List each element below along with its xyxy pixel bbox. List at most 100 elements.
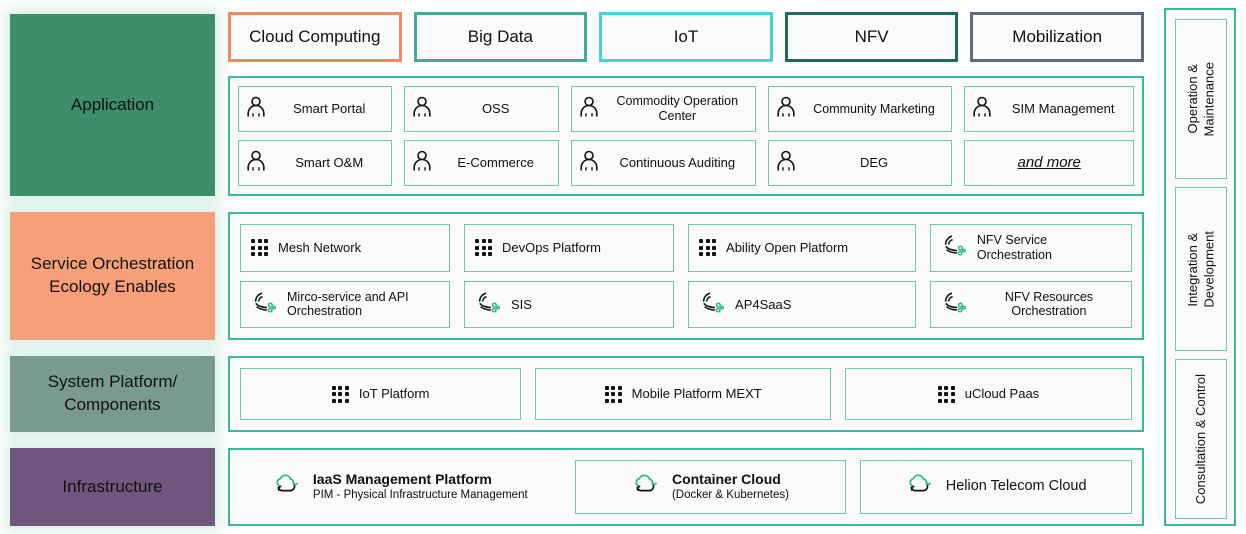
layer-label-system: System Platform/ Components	[10, 356, 215, 432]
infrastructure-panel: IaaS Management Platform PIM - Physical …	[228, 448, 1144, 526]
system-item-grid: IoT Platform Mobile Platform MEXT uCloud…	[240, 368, 1132, 420]
application-item-grid: Smart Portal OSS Commodity Operation Cen…	[238, 86, 1134, 186]
app-item-label: DEG	[859, 155, 889, 171]
orchestration-icon	[699, 290, 725, 319]
infra-item-label: IaaS Management Platform	[312, 471, 492, 488]
app-item-smart-portal[interactable]: Smart Portal	[238, 86, 393, 132]
infra-item-sublabel: PIM - Physical Infrastructure Management	[312, 489, 528, 502]
service-item-ability-open-platform[interactable]: Ability Open Platform	[688, 224, 916, 272]
badge-cloud-computing[interactable]: Cloud Computing	[228, 12, 402, 62]
service-item-label: SIS	[511, 296, 532, 312]
app-item-label: Smart Portal	[293, 101, 366, 117]
layer-label-column: Application Service Orchestration Ecolog…	[10, 0, 215, 534]
app-item-oss[interactable]: OSS	[404, 86, 559, 132]
app-item-and-more[interactable]: and more	[964, 140, 1134, 186]
system-item-ucloud-paas[interactable]: uCloud Paas	[844, 368, 1132, 420]
badge-label: Mobilization	[1012, 27, 1103, 46]
infra-item-label: Container Cloud	[671, 471, 781, 488]
cross-cutting-rail: Operation & Maintenance Integration & De…	[1164, 8, 1236, 526]
app-item-label: E-Commerce	[457, 155, 534, 171]
layer-label-service-text: Service Orchestration Ecology Enables	[30, 254, 195, 296]
system-item-mobile-platform-mext[interactable]: Mobile Platform MEXT	[535, 368, 831, 420]
person-icon	[411, 95, 433, 124]
badge-label: Big Data	[467, 27, 533, 46]
application-panel: Smart Portal OSS Commodity Operation Cen…	[228, 76, 1144, 196]
app-item-e-commerce[interactable]: E-Commerce	[404, 140, 559, 186]
app-item-community-marketing[interactable]: Community Marketing	[767, 86, 953, 132]
dot-grid-icon	[604, 385, 622, 403]
rail-item-consultation-control[interactable]: Consultation & Control	[1175, 359, 1227, 519]
app-item-label: OSS	[481, 101, 510, 117]
service-item-grid: Mesh Network DevOps Platform Ability Ope…	[240, 224, 1132, 328]
system-item-label: IoT Platform	[358, 386, 430, 402]
infra-item-sublabel: (Docker & Kubernetes)	[671, 489, 789, 502]
service-item-nfv-service-orchestration[interactable]: NFV Service Orchestration	[929, 224, 1132, 272]
orchestration-icon	[941, 290, 967, 319]
dot-grid-icon	[937, 385, 955, 403]
service-item-label: NFV Resources Orchestration	[1004, 289, 1094, 319]
service-item-label: Mesh Network	[278, 240, 362, 256]
badge-label: Cloud Computing	[249, 27, 381, 46]
service-item-label: NFV Service Orchestration	[976, 233, 1052, 262]
person-icon	[971, 95, 993, 124]
app-item-smart-o-and-m[interactable]: Smart O&M	[238, 140, 393, 186]
infra-item-label: Helion Telecom Cloud	[945, 478, 1087, 495]
service-item-devops-platform[interactable]: DevOps Platform	[464, 224, 675, 272]
service-item-label: DevOps Platform	[502, 240, 601, 256]
app-item-label: Continuous Auditing	[619, 155, 736, 171]
service-item-micro-service-api-orchestration[interactable]: Mirco-service and API Orchestration	[240, 280, 451, 328]
cloud-refresh-icon	[906, 473, 934, 502]
app-item-continuous-auditing[interactable]: Continuous Auditing	[570, 140, 756, 186]
badge-label: IoT	[673, 27, 699, 46]
layer-content-column: Cloud Computing Big Data IoT NFV Mobiliz…	[228, 0, 1144, 534]
orchestration-icon	[941, 233, 967, 262]
layer-label-infrastructure-text: Infrastructure	[62, 476, 163, 496]
infra-item-iaas-management-platform[interactable]: IaaS Management Platform PIM - Physical …	[240, 460, 561, 514]
layer-label-service: Service Orchestration Ecology Enables	[10, 212, 215, 340]
service-item-nfv-resources-orchestration[interactable]: NFV Resources Orchestration	[929, 280, 1132, 328]
service-item-label: Mirco-service and API Orchestration	[287, 289, 409, 319]
service-item-mesh-network[interactable]: Mesh Network	[240, 224, 451, 272]
rail-item-operation-maintenance[interactable]: Operation & Maintenance	[1175, 19, 1227, 179]
system-item-label: Mobile Platform MEXT	[631, 386, 762, 402]
system-item-iot-platform[interactable]: IoT Platform	[240, 368, 522, 420]
app-item-label: Commodity Operation Center	[616, 94, 739, 123]
person-icon	[411, 149, 433, 178]
service-item-sis[interactable]: SIS	[464, 280, 675, 328]
infrastructure-item-grid: IaaS Management Platform PIM - Physical …	[240, 460, 1132, 514]
app-item-sim-management[interactable]: SIM Management	[964, 86, 1134, 132]
system-panel: IoT Platform Mobile Platform MEXT uCloud…	[228, 356, 1144, 432]
person-icon	[245, 149, 267, 178]
dot-grid-icon	[331, 385, 349, 403]
service-item-label: AP4SaaS	[735, 296, 792, 312]
badge-mobilization[interactable]: Mobilization	[970, 12, 1144, 62]
service-item-ap4saas[interactable]: AP4SaaS	[688, 280, 916, 328]
orchestration-icon	[475, 290, 501, 319]
badge-nfv[interactable]: NFV	[784, 12, 959, 62]
person-icon	[245, 95, 267, 124]
rail-item-label: Consultation & Control	[1192, 373, 1208, 505]
app-item-label: Community Marketing	[813, 101, 935, 116]
infra-item-helion-telecom-cloud[interactable]: Helion Telecom Cloud	[860, 460, 1132, 514]
dot-grid-icon	[699, 239, 717, 257]
person-icon	[578, 95, 600, 124]
badge-big-data[interactable]: Big Data	[413, 12, 588, 62]
infra-item-container-cloud[interactable]: Container Cloud (Docker & Kubernetes)	[574, 460, 847, 514]
service-panel: Mesh Network DevOps Platform Ability Ope…	[228, 212, 1144, 340]
infra-item-text: IaaS Management Platform PIM - Physical …	[313, 471, 528, 502]
rail-item-label: Operation & Maintenance	[1184, 61, 1216, 137]
domain-badge-row: Cloud Computing Big Data IoT NFV Mobiliz…	[228, 12, 1144, 62]
app-item-commodity-operation-center[interactable]: Commodity Operation Center	[570, 86, 756, 132]
infra-item-text: Container Cloud (Docker & Kubernetes)	[672, 471, 789, 502]
layer-label-system-text: System Platform/ Components	[47, 372, 178, 414]
system-item-label: uCloud Paas	[964, 386, 1040, 402]
orchestration-icon	[251, 290, 277, 319]
app-item-deg[interactable]: DEG	[767, 140, 953, 186]
badge-iot[interactable]: IoT	[599, 12, 773, 62]
rail-item-label: Integration & Development	[1184, 230, 1216, 308]
app-item-label: SIM Management	[1011, 101, 1115, 117]
rail-item-integration-development[interactable]: Integration & Development	[1175, 187, 1227, 351]
cloud-refresh-icon	[632, 473, 660, 502]
cloud-refresh-icon	[273, 473, 301, 502]
dot-grid-icon	[475, 239, 493, 257]
